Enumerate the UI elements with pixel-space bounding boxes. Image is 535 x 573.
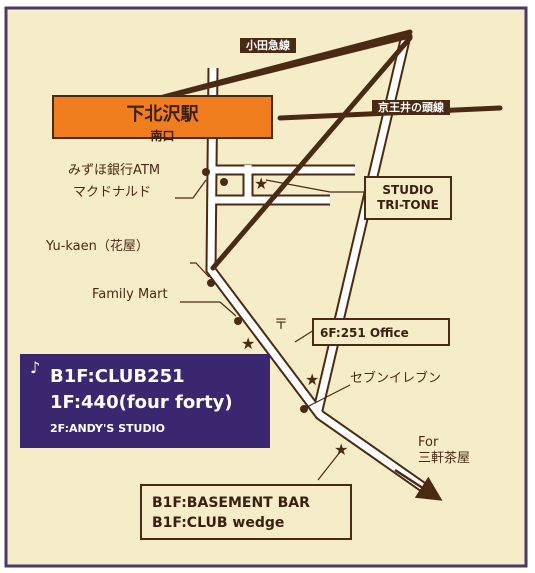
station-box: 下北沢駅 南口	[52, 95, 273, 143]
place-markers	[202, 168, 308, 413]
main-venue-box: ♪ B1F:CLUB251 1F:440(four forty) 2F:ANDY…	[20, 354, 270, 448]
seven-eleven-label: セブンイレブン	[350, 371, 442, 386]
venue-line2: 1F:440(four forty)	[50, 392, 233, 413]
odakyu-line-lower	[130, 33, 413, 108]
mizuho-atm-marker	[202, 168, 210, 176]
studio-tritone-line1: STUDIO	[382, 183, 434, 197]
studio-tritone-box: STUDIO TRI-TONE	[364, 176, 452, 220]
basement-line1: B1F:BASEMENT BAR	[152, 495, 310, 511]
seven-eleven-marker	[300, 405, 308, 413]
map-frame	[4, 6, 528, 568]
studio-star-icon: ★	[254, 174, 268, 193]
direction-sangenjaya: 三軒茶屋	[418, 451, 471, 466]
studio-tritone-line2: TRI-TONE	[377, 198, 439, 212]
venue-line1: B1F:CLUB251	[50, 366, 185, 387]
music-note-icon: ♪	[30, 358, 41, 377]
office-box: 6F:251 Office	[312, 318, 450, 346]
mcdonalds-label: マクドナルド	[73, 185, 152, 200]
family-mart-label: Family Mart	[92, 287, 168, 302]
basement-star-icon: ★	[334, 440, 348, 459]
family-mart-marker	[234, 317, 242, 325]
odakyu-line-label: 小田急線	[240, 38, 296, 53]
venue-stars: ★ ★ ★ ★	[241, 174, 348, 459]
station-name: 下北沢駅	[126, 104, 199, 125]
railway-lines	[130, 29, 503, 271]
basement-box: B1F:BASEMENT BAR B1F:CLUB wedge	[140, 484, 352, 540]
yukaen-marker	[207, 279, 215, 287]
yukaen-label: Yu-kaen（花屋）	[46, 239, 149, 254]
mizuho-atm-label: みずほ銀行ATM	[68, 163, 161, 178]
mcdonalds-marker	[220, 178, 228, 186]
office-star-icon: ★	[305, 370, 319, 389]
label-pointers	[175, 179, 366, 481]
post-office-icon: 〒	[274, 317, 288, 333]
club-star-icon: ★	[241, 334, 255, 353]
keio-line-label: 京王井の頭線	[372, 100, 450, 115]
station-exit: 南口	[150, 129, 175, 143]
venue-line3: 2F:ANDY'S STUDIO	[50, 422, 166, 435]
direction-arrow-icon	[394, 468, 443, 501]
diagonal-track	[210, 35, 413, 271]
basement-line2: B1F:CLUB wedge	[152, 514, 285, 531]
office-label: 6F:251 Office	[320, 326, 409, 340]
direction-for: For	[418, 435, 439, 450]
